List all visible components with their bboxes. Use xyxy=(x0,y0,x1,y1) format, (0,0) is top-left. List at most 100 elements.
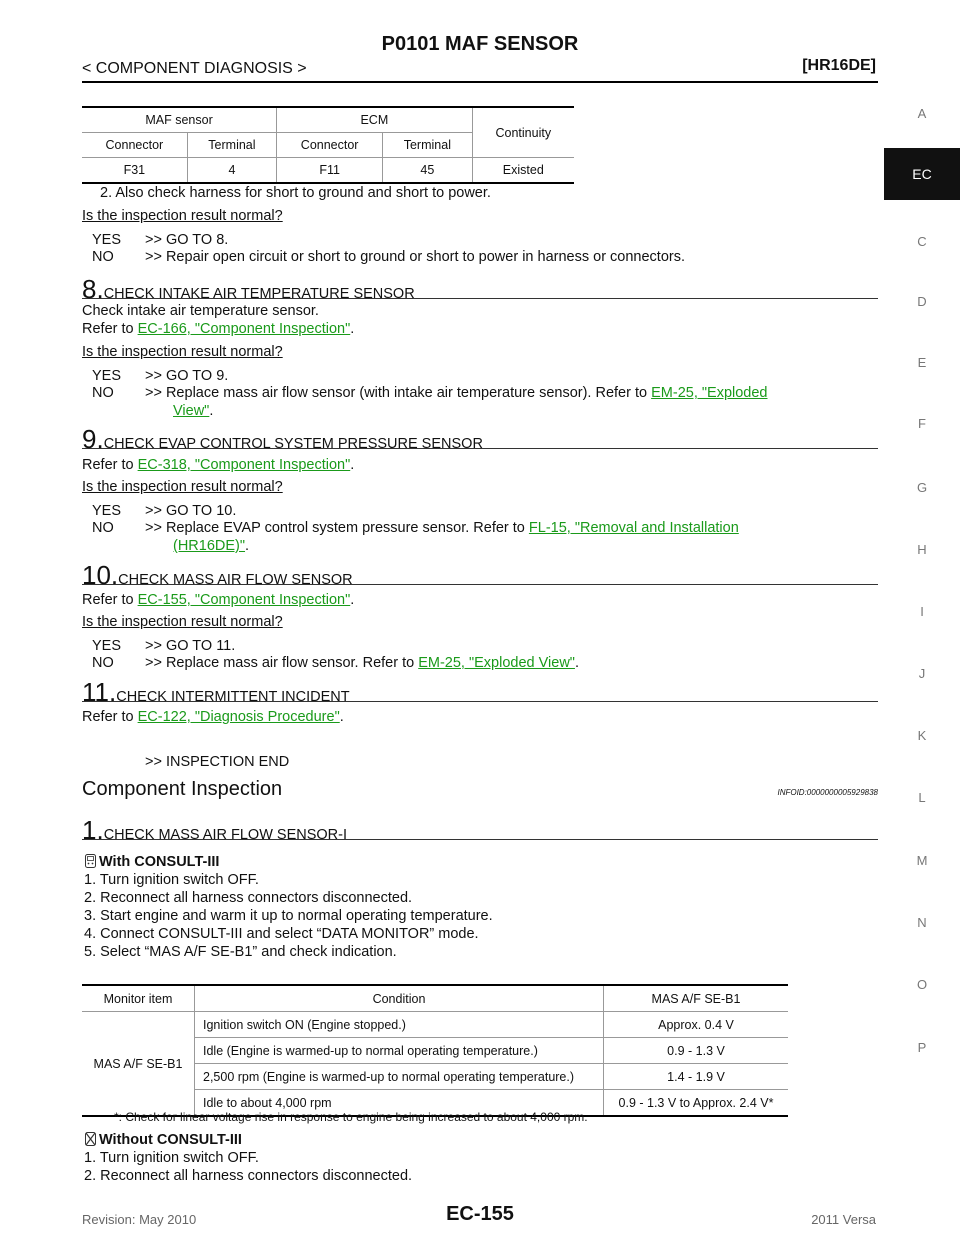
footnote: *: Check for linear voltage rise in resp… xyxy=(114,1110,588,1124)
without-consult-heading: Without CONSULT-III xyxy=(84,1131,242,1149)
step-heading-8: 8.CHECK INTAKE AIR TEMPERATURE SENSOR xyxy=(82,274,878,304)
condition-cell: Ignition switch ON (Engine stopped.) xyxy=(194,1011,604,1038)
value-cell: 1.4 - 1.9 V xyxy=(603,1063,788,1090)
condition-cell: Idle to about 4,000 rpm xyxy=(194,1089,604,1117)
link-fl-15-cont[interactable]: (HR16DE)" xyxy=(173,538,246,554)
procedure-item: 2. Reconnect all harness connectors disc… xyxy=(84,890,413,906)
step-label: CHECK EVAP CONTROL SYSTEM PRESSURE SENSO… xyxy=(103,436,483,452)
col-terminal: Terminal xyxy=(187,132,278,158)
section-tab-j[interactable]: J xyxy=(918,666,926,681)
condition-cell: Idle (Engine is warmed-up to normal oper… xyxy=(194,1037,604,1064)
condition-cell: 2,500 rpm (Engine is warmed-up to normal… xyxy=(194,1063,604,1090)
inspection-question: Is the inspection result normal? xyxy=(82,344,283,360)
col-condition: Condition xyxy=(194,984,604,1012)
link-em-25-cont[interactable]: View" xyxy=(173,403,210,419)
step-heading-11: 11.CHECK INTERMITTENT INCIDENT xyxy=(82,677,878,707)
step-label: CHECK INTERMITTENT INCIDENT xyxy=(116,689,350,705)
link-fl-15[interactable]: FL-15, "Removal and Installation xyxy=(528,520,739,536)
refer-line: Refer to EC-122, "Diagnosis Procedure". xyxy=(82,709,344,725)
yes-result: >> GO TO 10. xyxy=(145,503,237,519)
value-cell: 0.9 - 1.3 V xyxy=(603,1037,788,1064)
step-number: 9. xyxy=(82,424,104,454)
continuity-table: MAF sensor ECM Continuity Connector Term… xyxy=(82,106,574,184)
section-tab-c[interactable]: C xyxy=(917,234,927,249)
step-number: 8. xyxy=(82,274,104,304)
step-label: CHECK MASS AIR FLOW SENSOR-I xyxy=(103,827,348,843)
with-consult-label: With CONSULT-III xyxy=(99,854,220,870)
procedure-item: 4. Connect CONSULT-III and select “DATA … xyxy=(84,926,479,942)
refer-line: Refer to EC-318, "Component Inspection". xyxy=(82,457,355,473)
step-label: CHECK MASS AIR FLOW SENSOR xyxy=(118,572,353,588)
col-monitor-item: Monitor item xyxy=(82,984,195,1012)
section-tab-e[interactable]: E xyxy=(917,355,927,370)
breadcrumb: < COMPONENT DIAGNOSIS > xyxy=(82,60,307,77)
inspection-question: Is the inspection result normal? xyxy=(82,208,283,224)
step-heading-9: 9.CHECK EVAP CONTROL SYSTEM PRESSURE SEN… xyxy=(82,424,878,454)
no-label: NO xyxy=(92,655,114,671)
section-tab-f[interactable]: F xyxy=(918,416,926,431)
without-consult-label: Without CONSULT-III xyxy=(99,1132,242,1148)
no-result: >> Replace EVAP control system pressure … xyxy=(145,519,739,537)
yes-result: >> GO TO 8. xyxy=(145,232,229,248)
no-label: NO xyxy=(92,249,114,265)
section-tab-p[interactable]: P xyxy=(917,1040,927,1055)
no-result-text: >> Replace mass air flow sensor (with in… xyxy=(145,385,652,401)
page-number: EC-155 xyxy=(446,1203,514,1225)
section-tab-o[interactable]: O xyxy=(916,977,928,992)
step-heading-1: 1.CHECK MASS AIR FLOW SENSOR-I xyxy=(82,815,878,845)
no-result-text: >> Replace EVAP control system pressure … xyxy=(145,520,529,536)
refer-prefix: Refer to xyxy=(82,457,138,473)
inspection-end: >> INSPECTION END xyxy=(145,754,290,770)
col-connector: Connector xyxy=(276,132,384,158)
col-terminal: Terminal xyxy=(382,132,473,158)
col-continuity: Continuity xyxy=(472,106,574,158)
section-tab-l[interactable]: L xyxy=(918,790,926,805)
link-ec-166[interactable]: EC-166, "Component Inspection" xyxy=(137,321,351,337)
no-label: NO xyxy=(92,520,114,536)
section-tab-a[interactable]: A xyxy=(917,106,927,121)
procedure-item: 2. Reconnect all harness connectors disc… xyxy=(84,1168,413,1184)
step-heading-10: 10.CHECK MASS AIR FLOW SENSOR xyxy=(82,560,878,590)
procedure-item: 5. Select “MAS A/F SE-B1” and check indi… xyxy=(84,944,397,960)
with-consult-heading: With CONSULT-III xyxy=(84,853,219,871)
section-tab-d[interactable]: D xyxy=(917,294,927,309)
value-cell: Approx. 0.4 V xyxy=(603,1011,788,1038)
no-result-cont: (HR16DE)". xyxy=(173,538,250,554)
link-em-25[interactable]: EM-25, "Exploded xyxy=(651,385,768,401)
section-tab-n[interactable]: N xyxy=(917,915,927,930)
link-em-25-exploded[interactable]: EM-25, "Exploded View" xyxy=(418,655,575,671)
refer-prefix: Refer to xyxy=(82,321,138,337)
no-result-cont: View". xyxy=(173,403,214,419)
no-result: >> Repair open circuit or short to groun… xyxy=(145,249,686,265)
step-number: 11. xyxy=(82,677,117,707)
vehicle-model: 2011 Versa xyxy=(811,1212,876,1227)
section-tab-ec-active[interactable]: EC xyxy=(884,148,960,200)
col-group-ecm: ECM xyxy=(276,106,473,133)
yes-label: YES xyxy=(92,232,122,248)
info-id: INFOID:0000000005929838 xyxy=(777,788,878,797)
refer-prefix: Refer to xyxy=(82,709,138,725)
table-cell: 4 xyxy=(187,157,278,184)
monitor-table: Monitor item Condition MAS A/F SE-B1 MAS… xyxy=(82,984,788,1117)
procedure-item: 3. Start engine and warm it up to normal… xyxy=(84,908,493,924)
section-tab-g[interactable]: G xyxy=(916,480,928,495)
engine-code: [HR16DE] xyxy=(802,57,876,74)
monitor-item-cell: MAS A/F SE-B1 xyxy=(82,1011,195,1117)
section-tab-h[interactable]: H xyxy=(917,542,927,557)
section-tab-k[interactable]: K xyxy=(917,728,927,743)
step-number: 10. xyxy=(82,560,119,590)
no-result: >> Replace mass air flow sensor. Refer t… xyxy=(145,655,579,671)
table-cell: Existed xyxy=(472,157,574,184)
step-number: 1. xyxy=(82,815,104,845)
refer-line: Refer to EC-166, "Component Inspection". xyxy=(82,321,355,337)
section-tab-m[interactable]: M xyxy=(916,853,928,868)
refer-line: Refer to EC-155, "Component Inspection". xyxy=(82,592,355,608)
link-ec-155[interactable]: EC-155, "Component Inspection" xyxy=(137,592,351,608)
no-result-text: >> Replace mass air flow sensor. Refer t… xyxy=(145,655,419,671)
link-ec-122[interactable]: EC-122, "Diagnosis Procedure" xyxy=(137,709,340,725)
col-group-maf: MAF sensor xyxy=(82,106,278,133)
section-tab-i[interactable]: I xyxy=(920,604,924,619)
table-cell: F11 xyxy=(276,157,384,184)
link-ec-318[interactable]: EC-318, "Component Inspection" xyxy=(137,457,351,473)
yes-label: YES xyxy=(92,503,122,519)
